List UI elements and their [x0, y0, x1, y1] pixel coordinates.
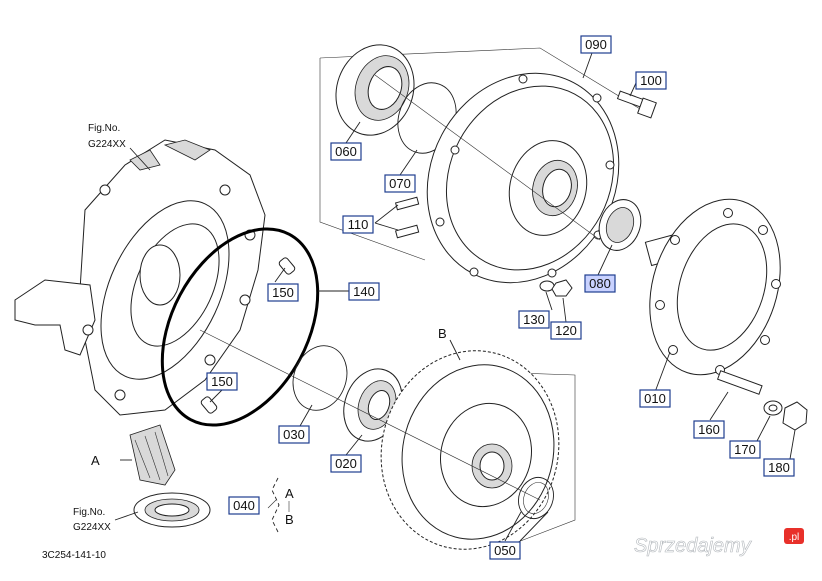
svg-text:G224XX: G224XX — [88, 139, 126, 150]
group-marker-b: B — [285, 512, 294, 527]
part-label-020[interactable]: 020 — [330, 454, 362, 473]
watermark-suffix: .pl — [789, 532, 800, 543]
pin-150-lower — [200, 396, 218, 414]
leader-lines — [114, 52, 796, 542]
part-label-030[interactable]: 030 — [278, 425, 310, 444]
part-label-110[interactable]: 110 — [342, 215, 374, 234]
svg-text:150: 150 — [272, 285, 294, 300]
nut-180 — [782, 401, 808, 431]
nut-120 — [551, 279, 573, 297]
svg-text:120: 120 — [555, 323, 577, 338]
bolt-110-lower — [394, 224, 420, 239]
part-label-150-upper[interactable]: 150 — [267, 283, 299, 302]
watermark-badge — [784, 528, 804, 544]
part-label-130[interactable]: 130 — [518, 310, 550, 329]
part-label-070[interactable]: 070 — [384, 174, 416, 193]
svg-text:150: 150 — [211, 374, 233, 389]
svg-text:180: 180 — [768, 460, 790, 475]
stud-160 — [716, 370, 763, 395]
washer-170 — [763, 400, 783, 416]
bolt-100 — [616, 90, 657, 119]
bearing-020 — [343, 368, 403, 442]
lower-bearing — [133, 492, 211, 528]
part-label-010[interactable]: 010 — [639, 389, 671, 408]
part-label-080[interactable]: 080 — [584, 274, 616, 293]
marker-a: A — [91, 453, 100, 468]
part-label-140[interactable]: 140 — [348, 282, 380, 301]
part-label-120[interactable]: 120 — [550, 321, 582, 340]
part-label-160[interactable]: 160 — [693, 420, 725, 439]
bolt-110-upper — [394, 196, 420, 211]
hub-flange-010 — [644, 198, 781, 376]
svg-text:090: 090 — [585, 37, 607, 52]
part-label-050[interactable]: 050 — [489, 541, 521, 560]
svg-text:020: 020 — [335, 456, 357, 471]
svg-text:140: 140 — [353, 284, 375, 299]
part-label-040[interactable]: 040 — [228, 496, 260, 515]
svg-text:Fig.No.: Fig.No. — [73, 507, 105, 518]
pinion-gear — [120, 424, 176, 486]
svg-text:030: 030 — [283, 427, 305, 442]
cover-090 — [426, 72, 620, 284]
group-marker-a: A — [285, 486, 294, 501]
svg-text:160: 160 — [698, 422, 720, 437]
part-label-180[interactable]: 180 — [763, 458, 795, 477]
drawing-id: 3C254-141-10 — [42, 550, 106, 561]
watermark-text: Sprzedajemy — [634, 535, 752, 557]
part-label-150-lower[interactable]: 150 — [206, 372, 238, 391]
part-label-100[interactable]: 100 — [635, 71, 667, 90]
seal-080 — [598, 199, 642, 251]
svg-text:070: 070 — [389, 176, 411, 191]
fig-ref-lower[interactable]: Fig.No. G224XX — [73, 507, 111, 533]
bevel-gear — [380, 350, 560, 550]
svg-text:050: 050 — [494, 543, 516, 558]
bearing-060 — [335, 44, 415, 136]
svg-text:010: 010 — [644, 391, 666, 406]
svg-text:040: 040 — [233, 498, 255, 513]
svg-text:080: 080 — [589, 276, 611, 291]
ring-050 — [518, 476, 554, 520]
pin-150-upper — [278, 257, 296, 275]
svg-text:170: 170 — [734, 442, 756, 457]
oring-030 — [292, 345, 348, 411]
part-label-170[interactable]: 170 — [729, 440, 761, 459]
oring-140-highlight — [160, 227, 320, 427]
svg-text:130: 130 — [523, 312, 545, 327]
marker-b: B — [438, 326, 447, 341]
part-label-090[interactable]: 090 — [580, 35, 612, 54]
fig-ref-upper[interactable]: Fig.No. G224XX — [88, 123, 126, 150]
svg-text:Fig.No.: Fig.No. — [88, 123, 120, 134]
svg-text:G224XX: G224XX — [73, 522, 111, 533]
group-040-bracket: A B — [271, 477, 294, 533]
part-label-060[interactable]: 060 — [330, 142, 362, 161]
svg-text:100: 100 — [640, 73, 662, 88]
watermark: Sprzedajemy .pl — [634, 528, 804, 557]
housing-casting — [14, 139, 266, 416]
svg-text:110: 110 — [348, 217, 369, 232]
svg-text:060: 060 — [335, 144, 357, 159]
